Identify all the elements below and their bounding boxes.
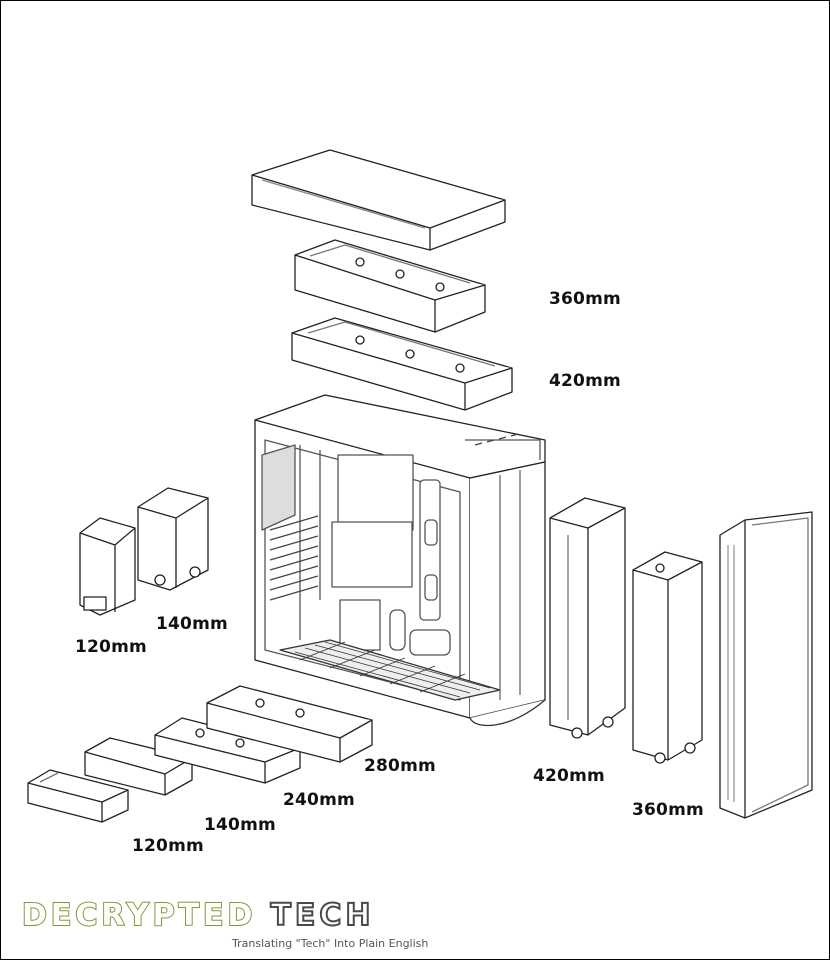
label-rear-radiator-120: 120mm: [75, 637, 147, 657]
label-bottom-radiator-280: 280mm: [364, 756, 436, 776]
bottom-radiator-280: [206, 685, 373, 763]
rear-radiator-120: [79, 517, 136, 616]
site-logo: DECRYPTED TECH: [21, 897, 375, 934]
label-bottom-radiator-140: 140mm: [204, 815, 276, 835]
top-cover: [251, 149, 506, 251]
label-top-radiator-360: 360mm: [549, 289, 621, 309]
label-bottom-radiator-120: 120mm: [132, 836, 204, 856]
rear-radiator-140: [137, 487, 209, 591]
front-panel: [719, 511, 813, 819]
label-front-radiator-360: 360mm: [632, 800, 704, 820]
top-radiator-360: [294, 239, 486, 333]
bottom-radiator-120: [27, 769, 129, 823]
front-radiator-420: [549, 497, 626, 739]
label-rear-radiator-140: 140mm: [156, 614, 228, 634]
front-radiator-360: [632, 551, 703, 764]
top-radiator-420: [291, 317, 513, 411]
logo-tagline: Translating "Tech" Into Plain English: [232, 937, 429, 950]
label-bottom-radiator-240: 240mm: [283, 790, 355, 810]
logo-word-decrypted: DECRYPTED: [21, 897, 257, 934]
label-top-radiator-420: 420mm: [549, 371, 621, 391]
label-front-radiator-420: 420mm: [533, 766, 605, 786]
bottom-radiator-240: [154, 717, 301, 784]
logo-word-tech: TECH: [269, 897, 375, 934]
case-chassis: [254, 394, 546, 727]
